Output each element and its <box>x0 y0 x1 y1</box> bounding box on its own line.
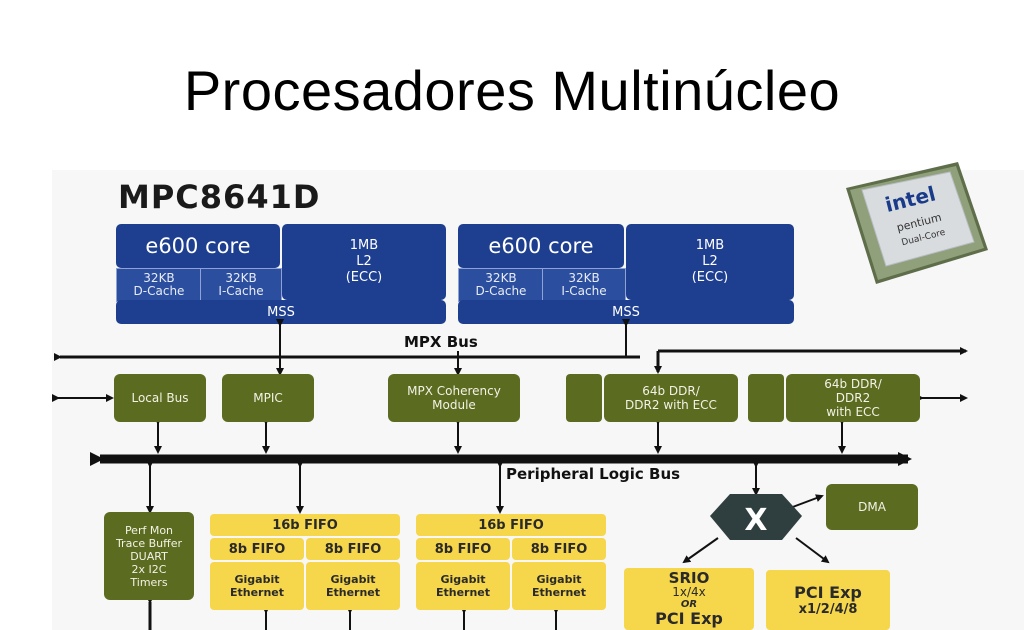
eth-group-1-eth-a: Gigabit Ethernet <box>210 562 304 610</box>
srio-line1: 1x/4x <box>672 585 706 599</box>
crossbar-to-dma <box>789 494 824 509</box>
eth-group-2-fifo16: 16b FIFO <box>416 514 606 536</box>
dma-block: DMA <box>826 484 918 530</box>
core-2-label: e600 core <box>458 224 624 268</box>
crossbar-to-pci <box>795 537 830 564</box>
core-1-label: e600 core <box>116 224 280 268</box>
srio-title: SRIO <box>668 569 710 587</box>
srio-block: SRIO 1x/4x OR PCI Exp <box>624 568 754 630</box>
pci-exp-block: PCI Exp x1/2/4/8 <box>766 570 890 630</box>
perf-mon-block: Perf Mon Trace Buffer DUART 2x I2C Timer… <box>104 512 194 600</box>
eth-group-2-fifo8b: 8b FIFO <box>512 538 606 560</box>
eth-group-2-eth-b: Gigabit Ethernet <box>512 562 606 610</box>
mpx-coherency-block: MPX Coherency Module <box>388 374 520 422</box>
eth-group-1-fifo8b: 8b FIFO <box>306 538 400 560</box>
mpx-bus-label: MPX Bus <box>400 333 482 351</box>
chip-package-icon: intel pentium Dual-Core <box>846 162 988 284</box>
eth-group-1-fifo16: 16b FIFO <box>210 514 400 536</box>
ddr1-controller-stub <box>566 374 602 422</box>
pci-exp-title: PCI Exp <box>794 582 862 602</box>
peripheral-bus-label: Peripheral Logic Bus <box>506 465 681 483</box>
pci-exp-lanes: x1/2/4/8 <box>798 601 858 617</box>
core-2-mss: MSS <box>458 300 794 324</box>
srio-pci: PCI Exp <box>655 609 723 628</box>
mpic-block: MPIC <box>222 374 314 422</box>
eth-group-1-fifo8a: 8b FIFO <box>210 538 304 560</box>
crossbar-switch <box>710 494 802 540</box>
intel-pentium-chip-image: intel pentium Dual-Core <box>840 158 990 288</box>
core-2-l2-cache: 1MB L2 (ECC) <box>626 224 794 300</box>
core-2-dcache: 32KB D-Cache <box>458 268 544 302</box>
eth-group-1-eth-b: Gigabit Ethernet <box>306 562 400 610</box>
core-2-icache: 32KB I-Cache <box>542 268 626 302</box>
slide-title: Procesadores Multinúcleo <box>183 59 841 122</box>
eth-group-2-eth-a: Gigabit Ethernet <box>416 562 510 610</box>
ddr1-block: 64b DDR/ DDR2 with ECC <box>604 374 738 422</box>
local-bus-block: Local Bus <box>114 374 206 422</box>
crossbar-x-glyph: X <box>744 503 767 538</box>
ddr2-controller-stub <box>748 374 784 422</box>
chip-name-label: MPC8641D <box>118 178 321 216</box>
core-1-dcache: 32KB D-Cache <box>116 268 202 302</box>
eth-group-2-fifo8a: 8b FIFO <box>416 538 510 560</box>
core-1-l2-cache: 1MB L2 (ECC) <box>282 224 446 300</box>
ddr2-block: 64b DDR/ DDR2 with ECC <box>786 374 920 422</box>
crossbar-to-srio <box>682 537 719 564</box>
srio-or: OR <box>680 599 698 610</box>
core-1-icache: 32KB I-Cache <box>200 268 282 302</box>
